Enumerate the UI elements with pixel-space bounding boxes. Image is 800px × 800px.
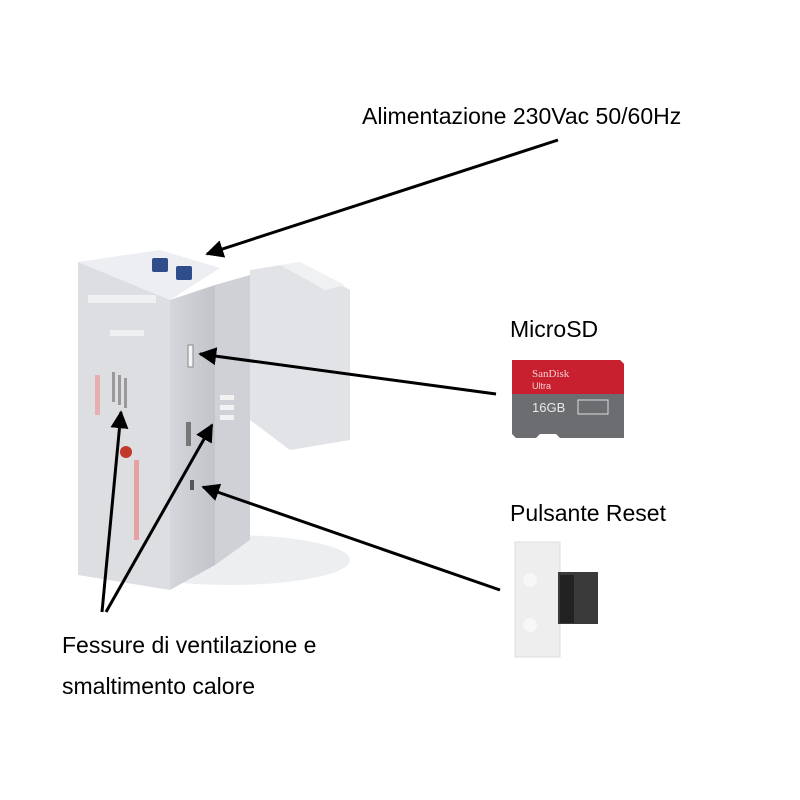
front-ridge — [88, 295, 156, 303]
vents-label-line2: smaltimento calore — [62, 673, 256, 699]
front-ridge — [110, 330, 144, 336]
top-face — [78, 250, 220, 300]
front-printed-text — [134, 460, 139, 540]
side-vent-slot — [220, 395, 234, 400]
side-vent-slot — [220, 415, 234, 420]
arrow-microsd — [198, 347, 497, 396]
red-logo-mark — [120, 446, 132, 458]
front-face — [78, 262, 170, 590]
arrow-reset — [201, 483, 501, 592]
side-vent-slot — [220, 405, 234, 410]
power-terminal — [152, 258, 168, 272]
reset-button-image — [514, 541, 598, 658]
sd-capacity-text: 16GB — [532, 400, 565, 415]
reset-hole — [190, 480, 194, 490]
arrow-vents-front — [100, 410, 129, 613]
rear-top — [280, 262, 345, 290]
sd-logo — [577, 399, 609, 415]
vents-label-line1: Fessure di ventilazione e — [62, 632, 317, 658]
microsd-label: MicroSD — [510, 316, 599, 342]
front-vent-slot — [124, 378, 127, 408]
reset-label: Pulsante Reset — [510, 500, 666, 526]
front-vent-slot — [112, 372, 115, 402]
front-vent-slot — [118, 375, 121, 405]
device-module — [78, 250, 350, 590]
sd-line-text: Ultra — [532, 381, 551, 391]
microsd-card-image: SanDisk Ultra 16GB — [512, 360, 624, 438]
sd-brand-text: SanDisk — [532, 368, 570, 380]
front-printed-text — [95, 375, 100, 415]
power-terminal — [176, 266, 192, 280]
arrow-power — [205, 138, 559, 258]
side-vent-slot — [186, 422, 191, 446]
microsd-slot — [187, 344, 194, 368]
side-face — [170, 285, 215, 590]
rear-housing — [250, 262, 350, 450]
arrow-vents-side — [104, 423, 214, 613]
power-label: Alimentazione 230Vac 50/60Hz — [362, 103, 682, 129]
